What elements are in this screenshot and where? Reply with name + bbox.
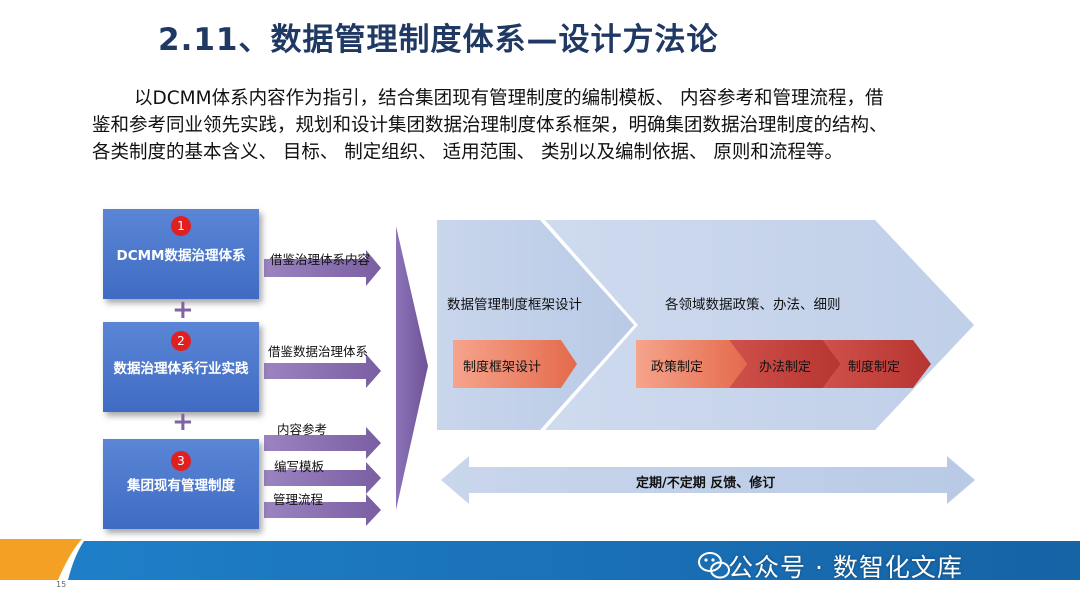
stage-2-title: 各领域数据政策、办法、细则: [665, 297, 841, 313]
number-badge-3: 3: [171, 451, 191, 471]
number-badge-2: 2: [171, 331, 191, 351]
source-label-2: 数据治理体系行业实践: [113, 361, 249, 377]
step-4-label: 制度制定: [848, 360, 901, 375]
step-3-label: 办法制定: [759, 360, 812, 375]
footer-orange-stripe: [0, 539, 82, 580]
page-title: 2.11、数据管理制度体系—设计方法论: [158, 22, 719, 58]
arrow-3: [264, 427, 381, 459]
source-label-1: DCMM数据治理体系: [116, 248, 246, 264]
plus-icon-2: +: [172, 407, 194, 437]
plus-icon-1: +: [172, 295, 194, 325]
intro-line-3: 各类制度的基本含义、 目标、 制定组织、 适用范围、 类别以及编制依据、 原则和…: [92, 142, 843, 163]
step-3-arrow: [729, 340, 841, 388]
step-2-label: 政策制定: [651, 360, 704, 375]
step-1-arrow: [453, 340, 577, 388]
intro-line-2: 鉴和参考同业领先实践，规划和设计集团数据治理制度体系框架，明确集团数据治理制度的…: [92, 115, 888, 136]
wechat-icon: [698, 552, 730, 579]
footer-blue-band: [68, 541, 1080, 580]
arrow-2: [264, 354, 381, 388]
arrow-5: [264, 494, 381, 526]
arrow-4: [264, 462, 381, 494]
merge-chevron: [396, 226, 428, 510]
watermark-text: 公众号 · 数智化文库: [728, 553, 963, 582]
number-badge-1: 1: [171, 216, 191, 236]
arrow-label-2: 借鉴数据治理体系: [268, 344, 369, 359]
page-number: 15: [56, 580, 67, 589]
feedback-double-arrow: [441, 456, 975, 504]
arrow-label-4: 编写模板: [274, 459, 325, 474]
arrow-1: [264, 250, 381, 286]
arrow-label-5: 管理流程: [273, 492, 324, 507]
step-4-arrow: [823, 340, 931, 388]
source-label-3: 集团现有管理制度: [127, 478, 235, 494]
intro-line-1: 以DCMM体系内容作为指引，结合集团现有管理制度的编制模板、 内容参考和管理流程…: [134, 88, 884, 109]
arrow-label-3: 内容参考: [277, 422, 328, 437]
step-2-arrow: [636, 340, 747, 388]
stage-1-title: 数据管理制度框架设计: [447, 297, 582, 313]
step-1-label: 制度框架设计: [463, 360, 542, 375]
arrow-label-1: 借鉴治理体系内容: [270, 252, 371, 267]
feedback-label: 定期/不定期 反馈、修订: [636, 476, 776, 491]
